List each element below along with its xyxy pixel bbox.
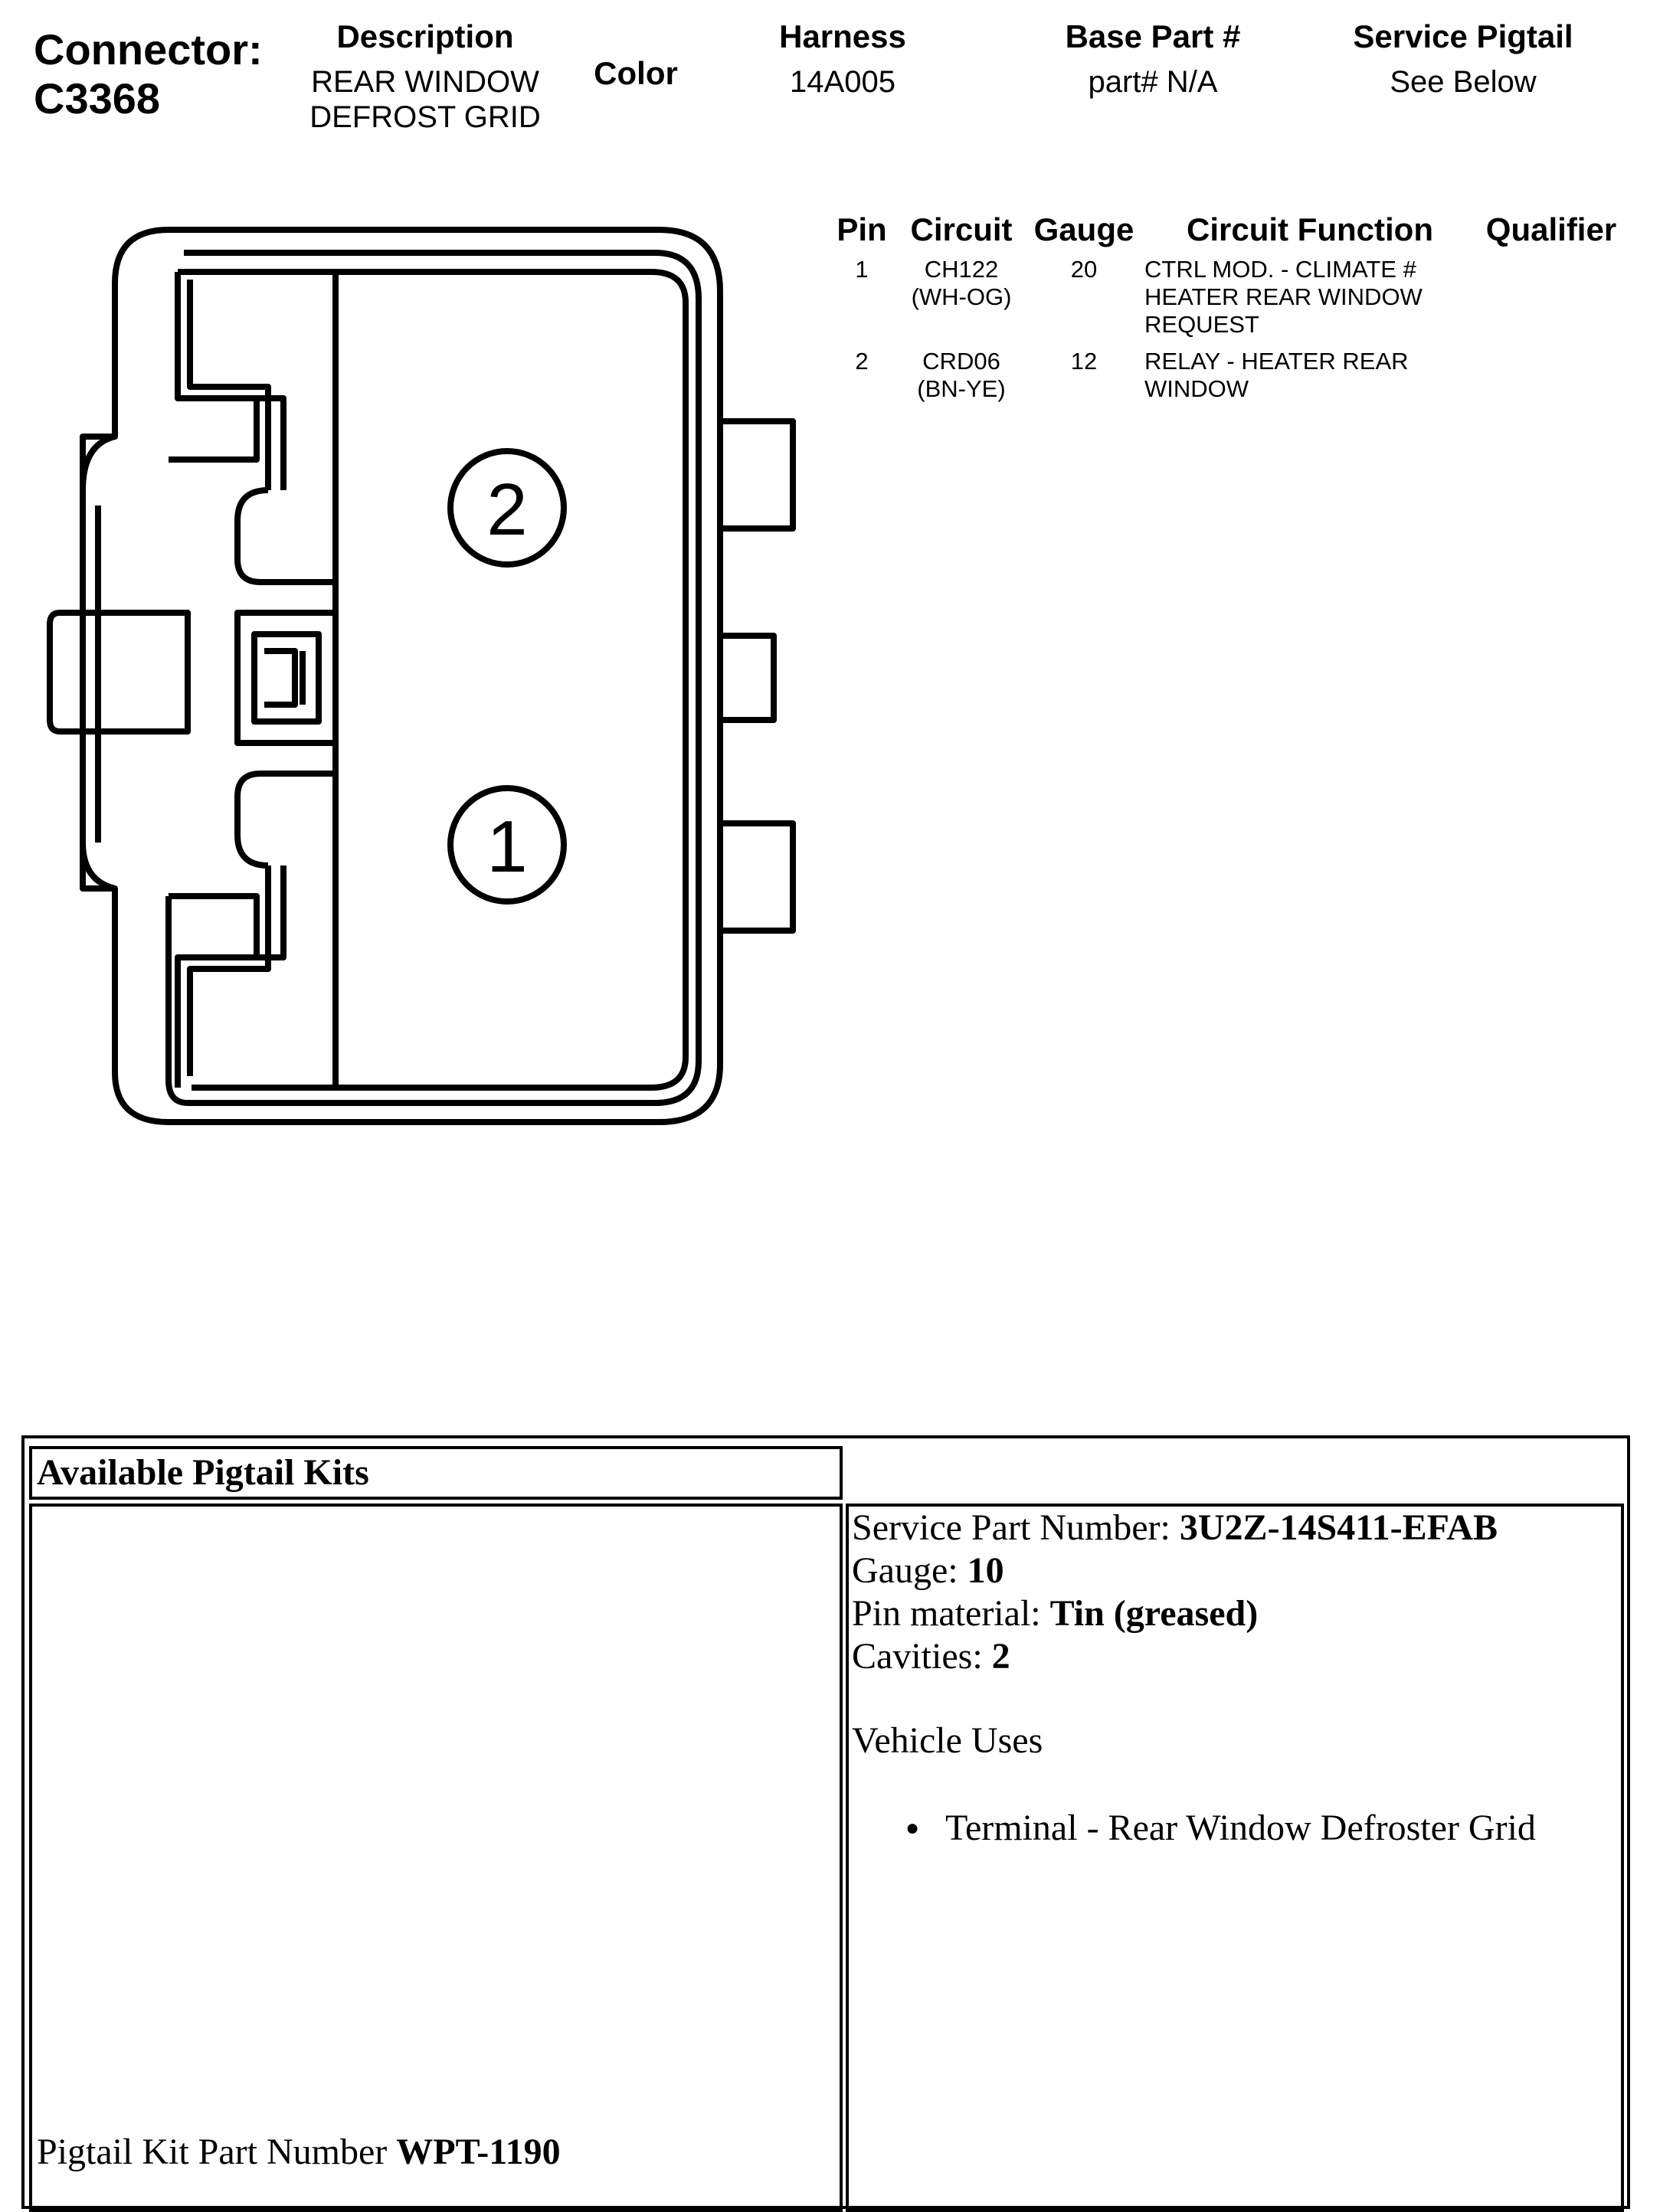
description-line-2: DEFROST GRID [309, 100, 541, 134]
col-header-qualifier: Qualifier [1485, 211, 1617, 247]
gauge-line: Gauge: 10 [852, 1549, 1536, 1592]
pigtail-title-cell: Available Pigtail Kits [29, 1446, 843, 1500]
row-1-circuit-line-1: CH122 [924, 256, 999, 283]
description-value: REAR WINDOW DEFROST GRID [283, 64, 567, 135]
row-2-function: RELAY - HEATER REAR WINDOW [1144, 348, 1466, 403]
right-tab-middle [720, 633, 777, 723]
pin-2-cavity [447, 448, 567, 568]
vehicle-use-item: ● Terminal - Rear Window Defroster Grid [852, 1807, 1536, 1850]
gauge-label: Gauge: [852, 1550, 968, 1591]
row-2-gauge: 12 [1070, 348, 1098, 375]
row-1-circuit-line-2: (WH-OG) [911, 283, 1012, 310]
service-pigtail-label: Service Pigtail [1353, 18, 1573, 54]
row-1-function-line-2: HEATER REAR WINDOW [1144, 283, 1423, 310]
right-tab-top [720, 418, 796, 532]
base-part-label: Base Part # [1065, 18, 1241, 54]
color-label: Color [594, 55, 678, 91]
pin-material-value: Tin (greased) [1049, 1593, 1259, 1634]
pin-1-label: 1 [486, 806, 527, 888]
row-2-circuit-line-2: (BN-YE) [917, 375, 1006, 402]
row-1-function-line-1: CTRL MOD. - CLIMATE # [1144, 256, 1416, 283]
kit-part-number: Pigtail Kit Part Number WPT-1190 [37, 2131, 561, 2174]
row-1-function-line-3: REQUEST [1144, 311, 1259, 338]
cavities-label: Cavities: [852, 1636, 992, 1677]
base-part-value: part# N/A [1088, 65, 1218, 99]
pigtail-details: Service Part Number: 3U2Z-14S411-EFAB Ga… [852, 1507, 1536, 1850]
row-2-function-line-1: RELAY - HEATER REAR [1144, 348, 1409, 375]
vehicle-uses-label: Vehicle Uses [852, 1720, 1043, 1761]
pin-1-cavity [447, 785, 567, 905]
cavities-value: 2 [991, 1636, 1010, 1677]
center-lock [234, 610, 339, 746]
row-2-circuit: CRD06 (BN-YE) [896, 348, 1026, 403]
pigtail-image-cell: Pigtail Kit Part Number WPT-1190 [29, 1504, 843, 2212]
service-pigtail-value: See Below [1390, 65, 1537, 99]
row-1-pin: 1 [855, 256, 869, 283]
connector-id: C3368 [34, 74, 161, 123]
col-header-function: Circuit Function [1187, 211, 1433, 247]
pigtail-title: Available Pigtail Kits [37, 1452, 369, 1493]
col-header-pin: Pin [837, 211, 887, 247]
gauge-value: 10 [967, 1550, 1004, 1591]
row-2-circuit-line-1: CRD06 [922, 348, 1000, 375]
housing-outline [80, 227, 723, 1125]
kit-part-value: WPT-1190 [396, 2132, 561, 2172]
service-part-line: Service Part Number: 3U2Z-14S411-EFAB [852, 1507, 1536, 1549]
service-part-label: Service Part Number: [852, 1507, 1180, 1548]
connector-label: Connector: [34, 25, 263, 74]
col-header-circuit: Circuit [910, 211, 1013, 247]
pin-material-label: Pin material: [852, 1593, 1050, 1634]
housing-inner-wall [165, 250, 702, 1106]
row-1-circuit: CH122 (WH-OG) [896, 256, 1026, 311]
description-label: Description [336, 18, 514, 54]
row-2-function-line-2: WINDOW [1144, 375, 1249, 402]
latch-bar [47, 610, 191, 735]
description-line-1: REAR WINDOW [311, 65, 539, 99]
harness-label: Harness [779, 18, 906, 54]
connector-face-diagram: 2 1 [47, 227, 796, 1125]
right-tab-bottom [720, 820, 796, 934]
bullet-icon: ● [905, 1815, 920, 1841]
pigtail-details-cell: Service Part Number: 3U2Z-14S411-EFAB Ga… [846, 1504, 1624, 2212]
vehicle-use-text: Terminal - Rear Window Defroster Grid [945, 1808, 1536, 1848]
cavities-line: Cavities: 2 [852, 1635, 1536, 1678]
row-1-function: CTRL MOD. - CLIMATE # HEATER REAR WINDOW… [1144, 256, 1466, 339]
row-2-pin: 2 [855, 348, 869, 375]
latch-outer [80, 434, 116, 892]
kit-part-label: Pigtail Kit Part Number [37, 2132, 397, 2172]
row-1-gauge: 20 [1070, 256, 1098, 283]
pin-material-line: Pin material: Tin (greased) [852, 1592, 1536, 1635]
harness-value: 14A005 [790, 65, 895, 99]
pin-2-label: 2 [486, 469, 527, 551]
service-part-value: 3U2Z-14S411-EFAB [1179, 1507, 1498, 1548]
col-header-gauge: Gauge [1033, 211, 1134, 247]
